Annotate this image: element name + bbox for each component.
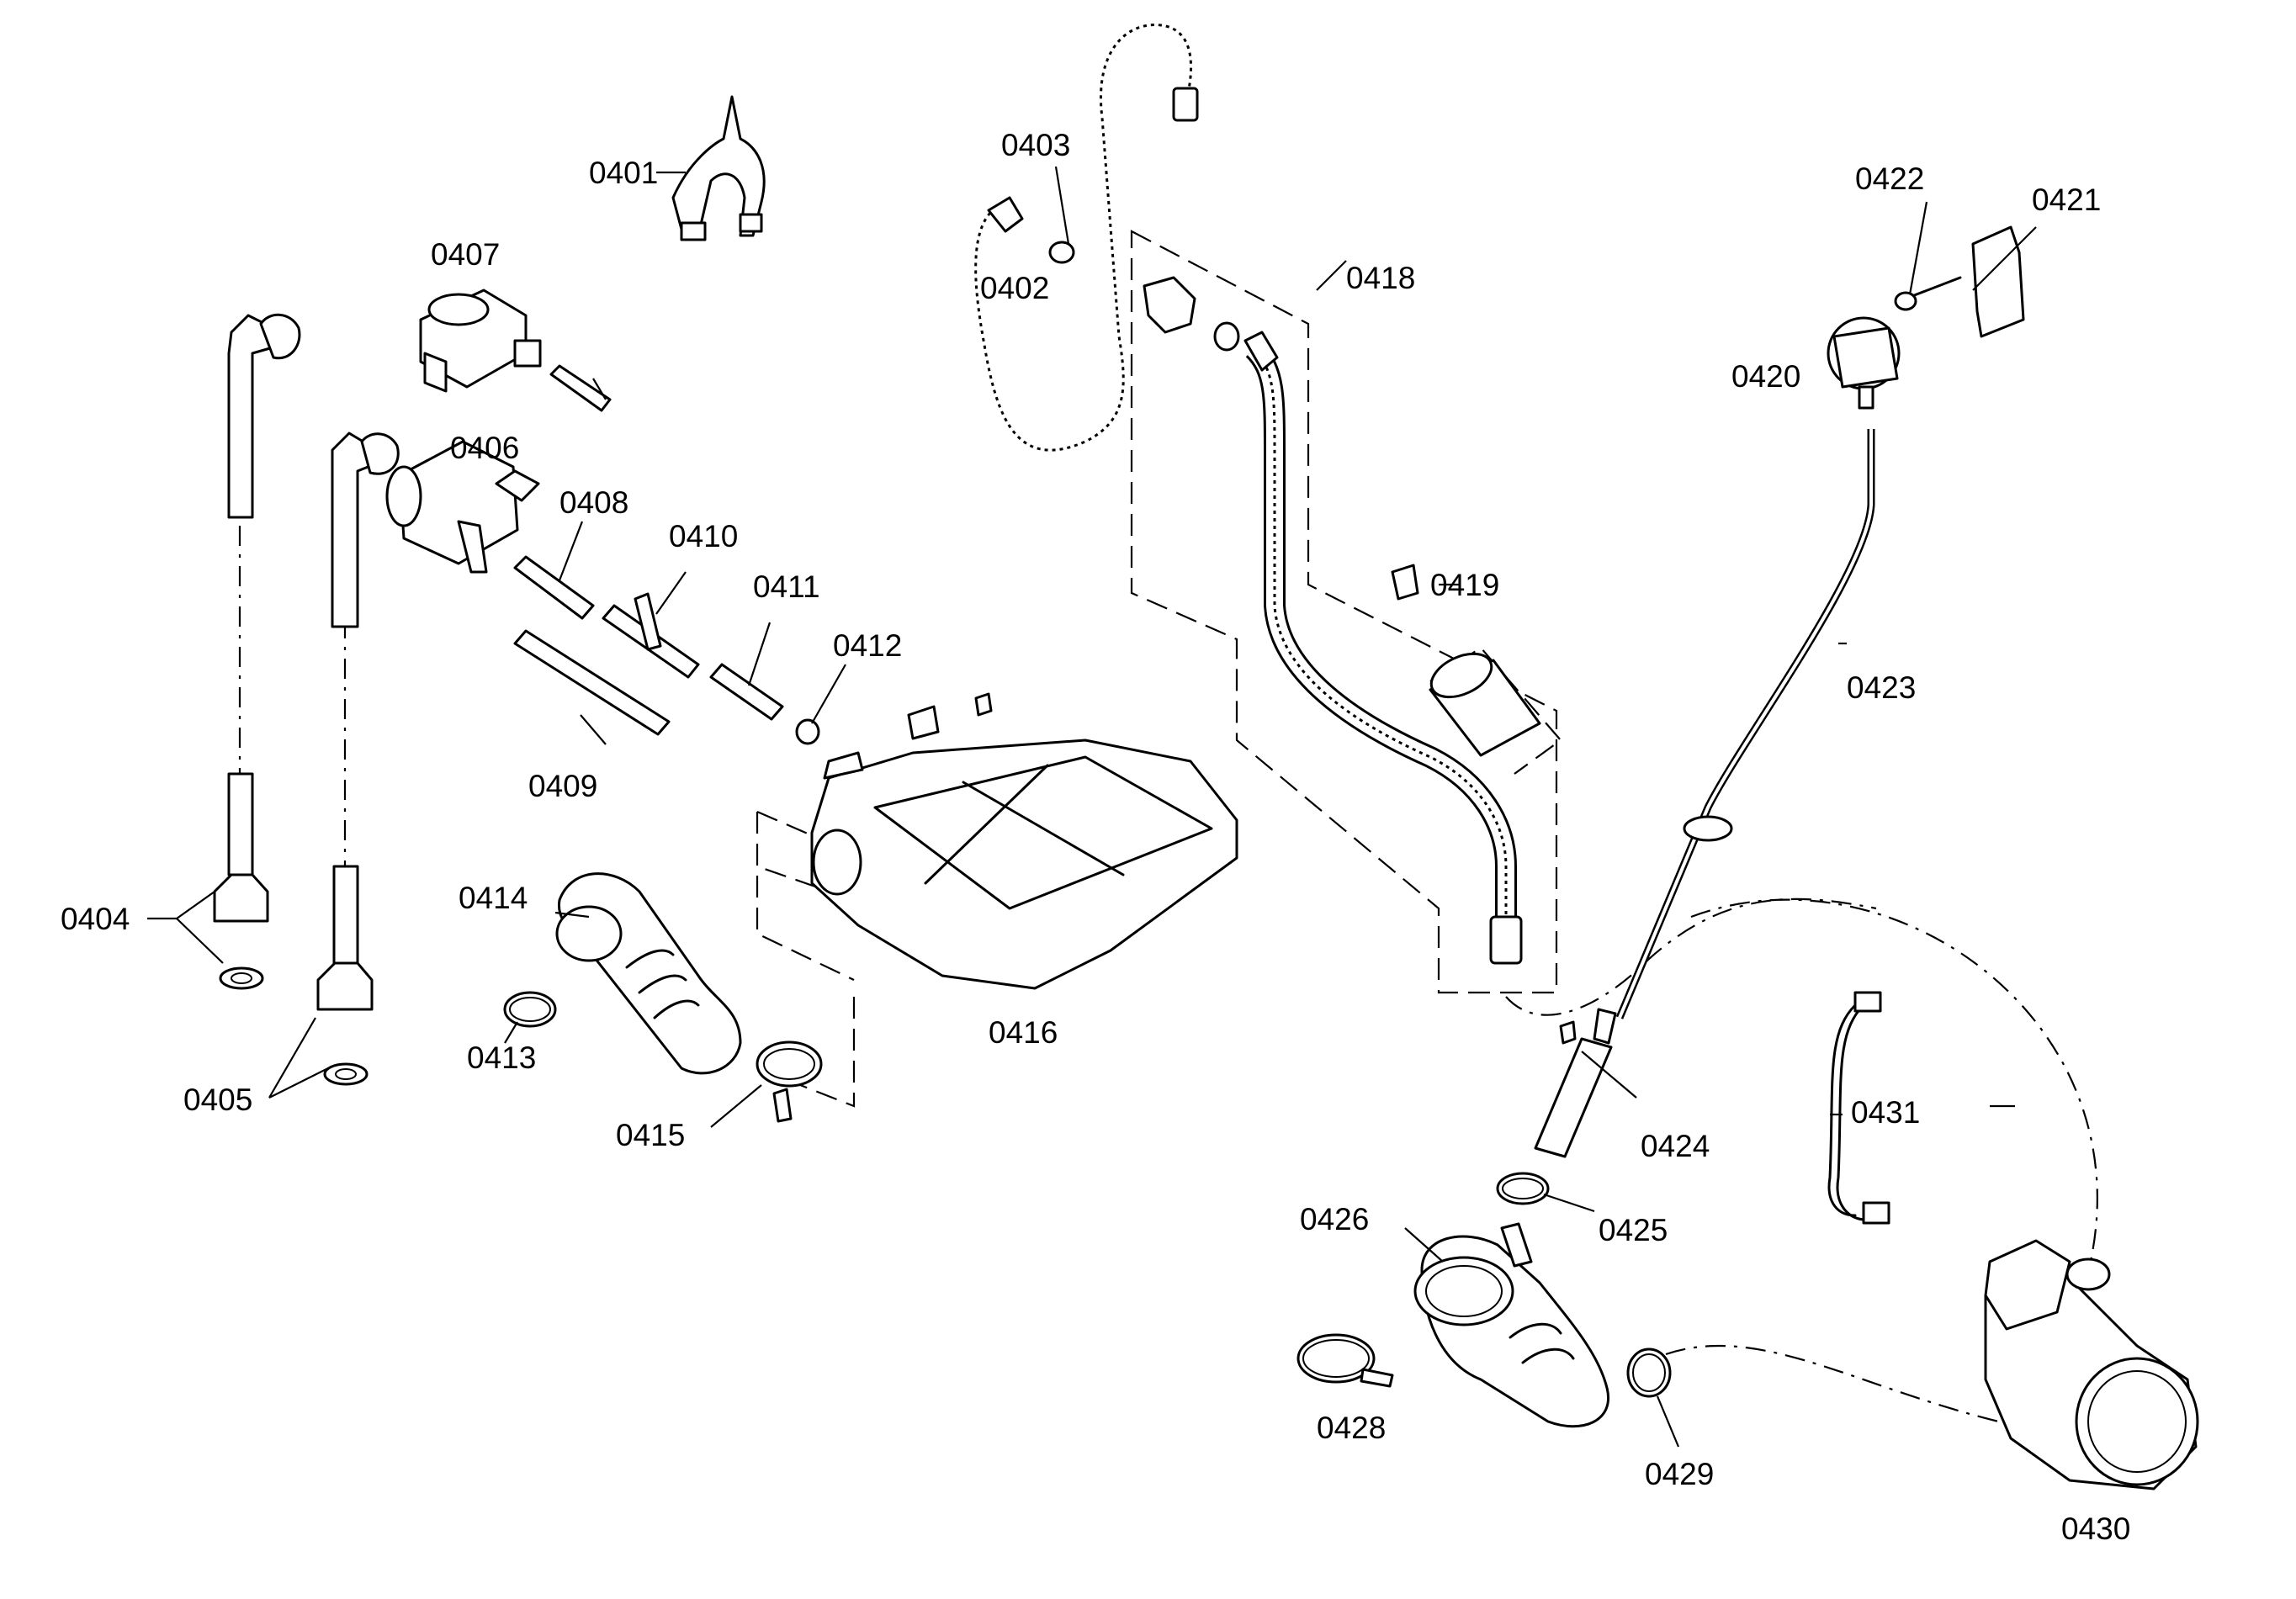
part-0415-clamp <box>756 1040 823 1123</box>
part-0407-valve <box>419 289 542 393</box>
label-0418: 0418 <box>1346 261 1415 295</box>
part-0426-sump-hose <box>1413 1222 1609 1428</box>
part-labels: 0401 0402 0403 0404 0405 0406 0407 0408 … <box>61 128 2130 1546</box>
part-0423-tube <box>1615 429 1875 1019</box>
label-0407: 0407 <box>431 237 500 272</box>
label-0408: 0408 <box>559 485 628 520</box>
part-0406-valve <box>385 440 540 574</box>
hose-0418-outline <box>1130 230 1558 994</box>
label-0429: 0429 <box>1645 1457 1714 1491</box>
label-0412: 0412 <box>833 628 902 663</box>
tube-0408a <box>549 364 612 412</box>
tube-0409 <box>513 629 671 736</box>
dispenser-outline-left2 <box>756 812 855 981</box>
part-0402-inlet-hose <box>968 18 1199 458</box>
label-0413: 0413 <box>467 1040 536 1075</box>
part-clamp-connector <box>1143 276 1240 352</box>
part-0431-harness <box>1827 991 1890 1225</box>
part-0404-pipe <box>213 313 301 990</box>
axis-pump <box>1690 898 2098 1279</box>
axis-drain <box>1505 897 1877 1016</box>
label-0419: 0419 <box>1430 568 1499 602</box>
label-0421: 0421 <box>2032 183 2101 217</box>
part-0429-clamp <box>1626 1348 1672 1398</box>
part-tubes <box>513 364 820 745</box>
label-0424: 0424 <box>1641 1129 1710 1163</box>
label-0410: 0410 <box>669 519 738 553</box>
label-0426: 0426 <box>1300 1202 1369 1236</box>
label-0402: 0402 <box>980 271 1049 305</box>
label-0403: 0403 <box>1001 128 1070 162</box>
label-0409: 0409 <box>528 769 597 803</box>
label-0405: 0405 <box>183 1083 252 1117</box>
label-0404: 0404 <box>61 902 130 936</box>
part-0421-bracket <box>1971 225 2025 338</box>
axis-0429 <box>1665 1344 2037 1432</box>
label-0411: 0411 <box>753 569 820 604</box>
label-0430: 0430 <box>2061 1512 2130 1546</box>
label-0415: 0415 <box>616 1118 685 1152</box>
tube-0411 <box>709 663 784 721</box>
centre-lines <box>238 526 2098 1432</box>
label-0425: 0425 <box>1599 1213 1668 1247</box>
part-0430-drain-pump <box>1984 1239 2199 1490</box>
part-0413-clamp <box>503 991 557 1028</box>
label-0423: 0423 <box>1847 670 1916 705</box>
spacer-0419-outline <box>1429 646 1562 775</box>
label-0414: 0414 <box>459 881 528 915</box>
part-0416-dispenser <box>810 692 1238 990</box>
label-0406: 0406 <box>450 431 519 465</box>
part-0419-spacer <box>1391 564 1541 757</box>
part-0425-clamp <box>1496 1172 1550 1205</box>
tube-0408b <box>513 555 595 620</box>
part-0401-bracket <box>671 95 766 241</box>
part-0405-pipe <box>316 432 400 1086</box>
label-0431: 0431 <box>1851 1095 1920 1130</box>
part-0414-bellows <box>555 872 742 1075</box>
label-0420: 0420 <box>1731 359 1800 394</box>
tube-0410-branch <box>634 592 662 651</box>
part-0422-screw <box>1894 276 1962 311</box>
leader-lines <box>147 166 2037 1448</box>
clamp-0403 <box>1048 241 1075 264</box>
part-0418-drain-hose <box>1243 331 1523 965</box>
label-0422: 0422 <box>1855 161 1924 196</box>
part-0420-pressure-switch <box>1827 316 1901 410</box>
part-0428-clamp <box>1296 1333 1394 1388</box>
label-0401: 0401 <box>589 156 658 190</box>
part-0424-air-chamber <box>1534 1008 1617 1158</box>
clip-0412 <box>795 718 820 745</box>
label-0416: 0416 <box>989 1015 1058 1050</box>
label-0428: 0428 <box>1317 1411 1386 1445</box>
